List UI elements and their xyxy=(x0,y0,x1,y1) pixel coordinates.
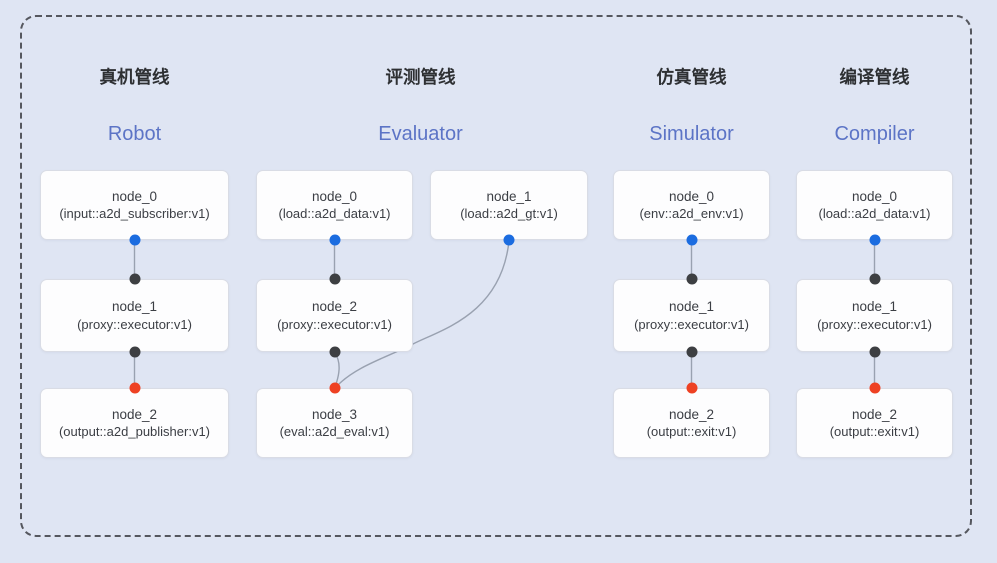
port-output-icon xyxy=(503,234,515,246)
pipeline-title-en-evaluator: Evaluator xyxy=(378,123,463,145)
node-robot-0: node_0 (input::a2d_subscriber:v1) xyxy=(40,170,229,240)
edge-eval-n1-n3 xyxy=(336,240,510,387)
node-type: (load::a2d_gt:v1) xyxy=(460,206,558,222)
node-type: (proxy::executor:v1) xyxy=(277,316,392,332)
node-type: (proxy::executor:v1) xyxy=(634,316,749,332)
node-type: (output::a2d_publisher:v1) xyxy=(58,424,211,440)
node-type: (output::exit:v1) xyxy=(829,424,920,440)
node-name: node_1 xyxy=(668,299,715,315)
node-name: node_1 xyxy=(851,299,898,315)
node-name: node_3 xyxy=(311,406,358,422)
port-output-icon xyxy=(329,234,340,246)
pipeline-title-zh-simulator: 仿真管线 xyxy=(656,67,727,87)
node-name: node_1 xyxy=(486,188,532,204)
node-compiler-2: node_2 (output::exit:v1) xyxy=(796,388,953,458)
port-proxy-out-icon xyxy=(329,346,340,358)
node-name: node_0 xyxy=(111,188,158,204)
node-simulator-1: node_1 (proxy::executor:v1) xyxy=(613,279,770,352)
node-name: node_2 xyxy=(851,406,898,422)
port-proxy-in-icon xyxy=(686,273,697,285)
port-proxy-in-icon xyxy=(129,273,140,285)
node-name: node_0 xyxy=(311,188,358,204)
node-type: (env::a2d_env:v1) xyxy=(639,206,744,222)
node-robot-1: node_1 (proxy::executor:v1) xyxy=(40,279,229,352)
node-compiler-0: node_0 (load::a2d_data:v1) xyxy=(796,170,953,240)
node-type: (eval::a2d_eval:v1) xyxy=(279,424,390,440)
pipeline-title-en-robot: Robot xyxy=(107,123,162,145)
port-proxy-out-icon xyxy=(686,346,697,358)
node-robot-2: node_2 (output::a2d_publisher:v1) xyxy=(40,388,229,458)
port-input-icon xyxy=(686,382,697,394)
node-type: (proxy::executor:v1) xyxy=(817,316,932,332)
node-type: (load::a2d_data:v1) xyxy=(818,206,931,222)
port-output-icon xyxy=(129,234,140,246)
node-name: node_0 xyxy=(668,188,715,204)
node-type: (proxy::executor:v1) xyxy=(77,316,192,332)
node-name: node_2 xyxy=(311,299,358,315)
pipeline-title-en-compiler: Compiler xyxy=(834,123,915,145)
node-evaluator-3: node_3 (eval::a2d_eval:v1) xyxy=(256,388,413,458)
port-output-icon xyxy=(869,234,880,246)
port-proxy-in-icon xyxy=(869,273,880,285)
port-proxy-out-icon xyxy=(129,346,140,358)
node-simulator-0: node_0 (env::a2d_env:v1) xyxy=(613,170,770,240)
node-type: (output::exit:v1) xyxy=(646,424,737,440)
node-name: node_1 xyxy=(111,299,158,315)
node-evaluator-2: node_2 (proxy::executor:v1) xyxy=(256,279,413,352)
pipeline-title-en-simulator: Simulator xyxy=(649,123,734,145)
port-proxy-out-icon xyxy=(869,346,880,358)
port-input-icon xyxy=(129,382,140,394)
node-name: node_2 xyxy=(668,406,715,422)
node-simulator-2: node_2 (output::exit:v1) xyxy=(613,388,770,458)
port-proxy-in-icon xyxy=(329,273,340,285)
port-input-icon xyxy=(869,382,880,394)
node-type: (input::a2d_subscriber:v1) xyxy=(59,206,210,222)
port-input-icon xyxy=(329,382,340,394)
node-evaluator-0: node_0 (load::a2d_data:v1) xyxy=(256,170,413,240)
pipeline-title-zh-evaluator: 评测管线 xyxy=(385,67,456,87)
pipeline-title-zh-compiler: 编译管线 xyxy=(839,67,910,87)
node-evaluator-1: node_1 (load::a2d_gt:v1) xyxy=(430,170,588,240)
node-name: node_0 xyxy=(851,188,898,204)
node-name: node_2 xyxy=(111,406,158,422)
node-type: (load::a2d_data:v1) xyxy=(278,206,391,222)
pipeline-title-zh-robot: 真机管线 xyxy=(99,67,170,87)
port-output-icon xyxy=(686,234,697,246)
node-compiler-1: node_1 (proxy::executor:v1) xyxy=(796,279,953,352)
